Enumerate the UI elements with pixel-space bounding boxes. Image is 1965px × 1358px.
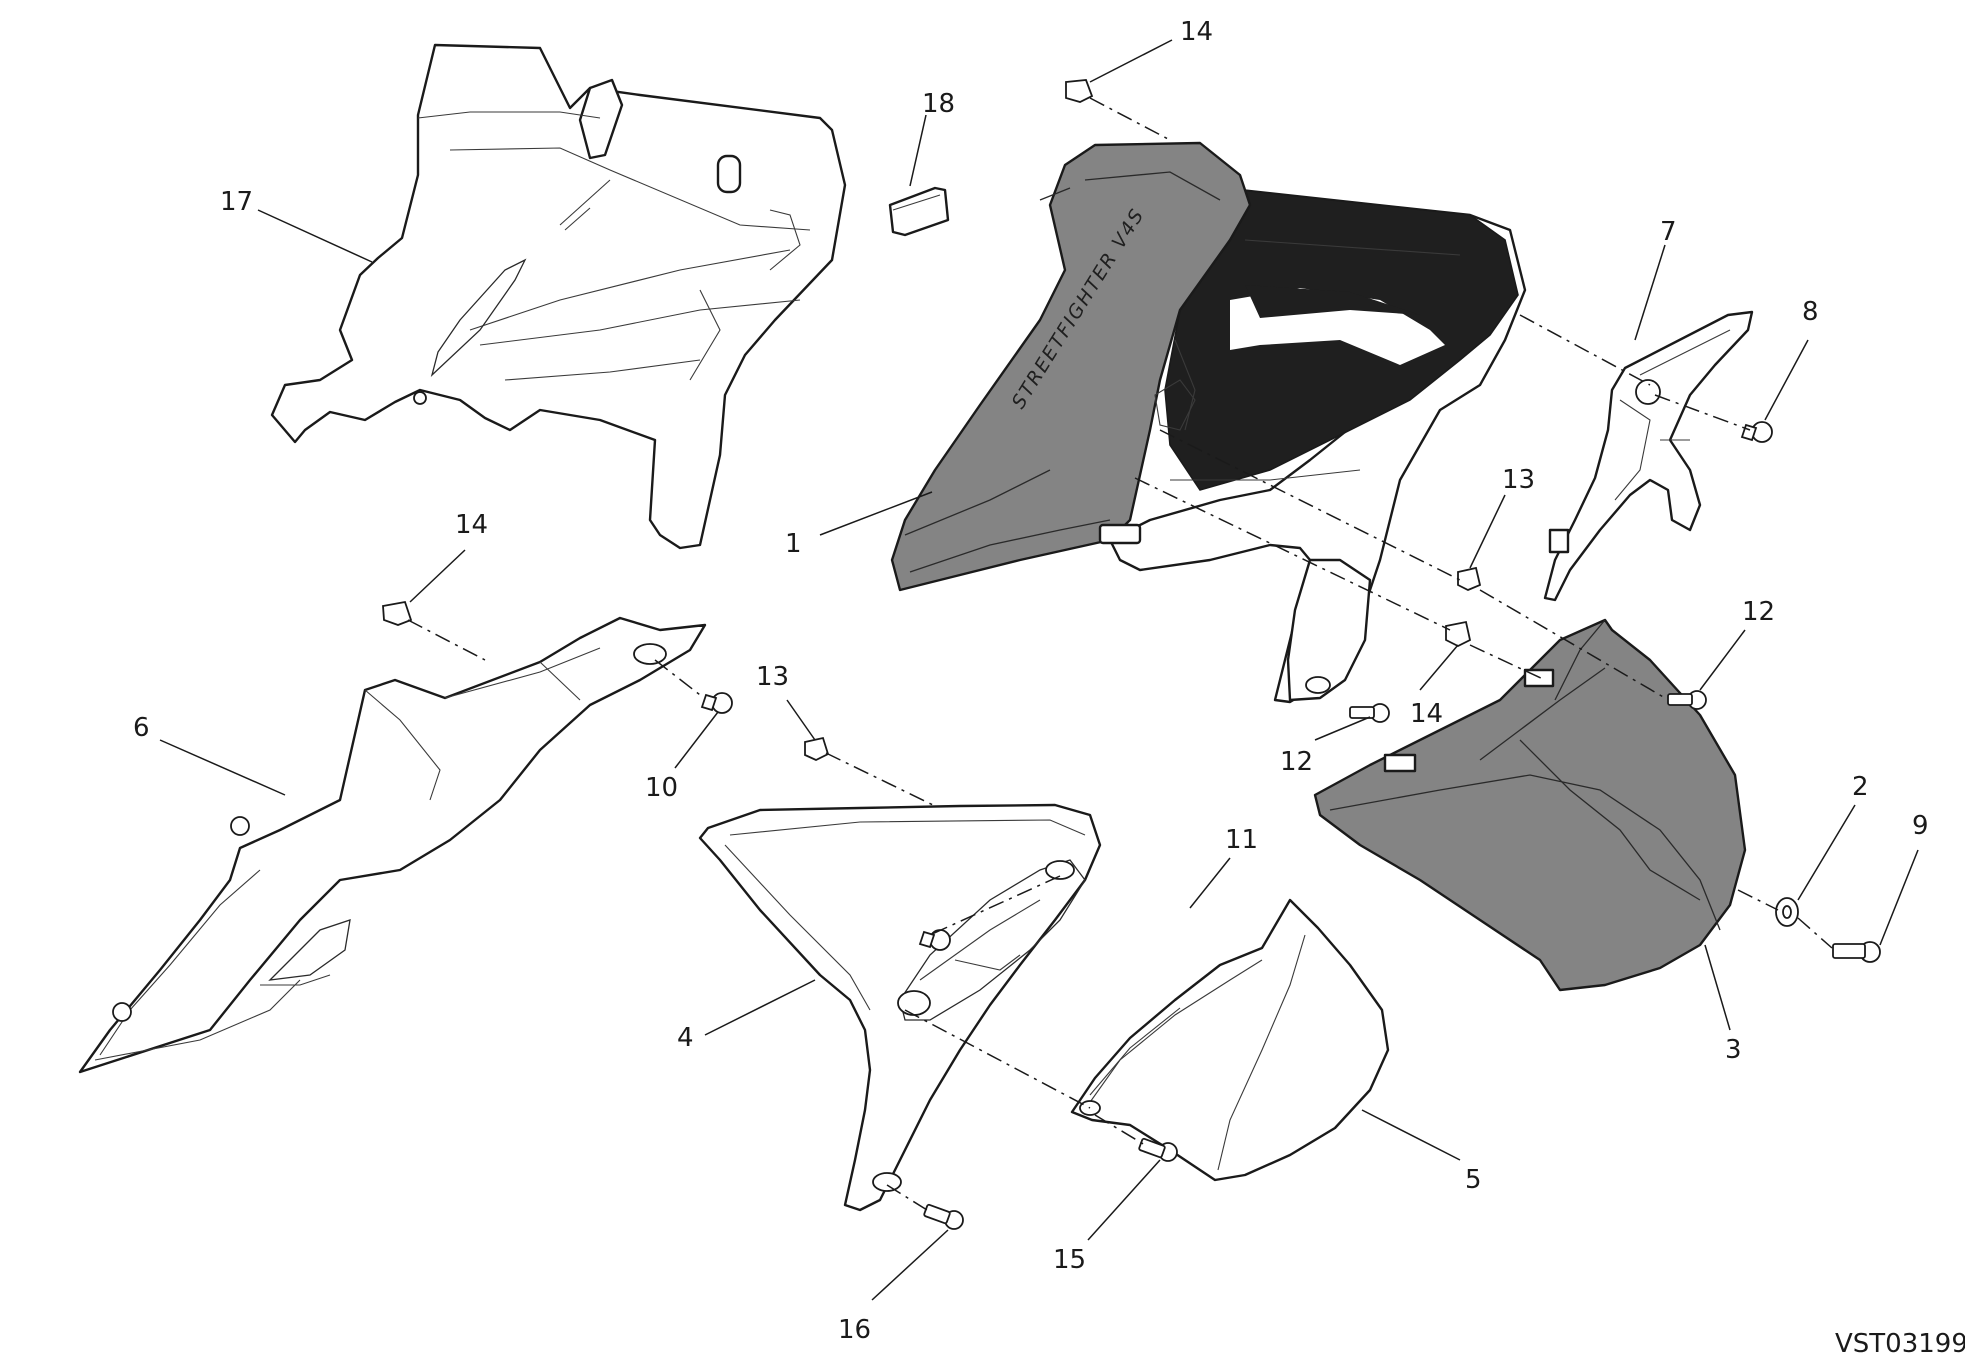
callout-15: 15	[1053, 1245, 1086, 1275]
callout-14-b: 14	[455, 510, 488, 540]
callout-13-b: 13	[756, 662, 789, 692]
screw-9	[1832, 941, 1881, 963]
callout-17: 17	[220, 187, 253, 217]
clip-14-a	[1065, 79, 1094, 103]
fastener-group	[382, 79, 1881, 1230]
callout-9: 9	[1912, 811, 1929, 841]
callout-12-a: 12	[1742, 597, 1775, 627]
clip-14-c	[1445, 620, 1472, 648]
screw-12-a	[1667, 690, 1707, 710]
screw-16	[923, 1203, 964, 1230]
part-1-front-fairing: STREETFIGHTER V4S	[890, 141, 1527, 704]
part-7-bracket	[1543, 310, 1754, 602]
callout-4: 4	[677, 1023, 694, 1053]
clip-13-a	[1457, 566, 1482, 591]
washer-2	[1775, 897, 1799, 927]
callout-8: 8	[1802, 297, 1819, 327]
callout-13-a: 13	[1502, 465, 1535, 495]
callout-5: 5	[1465, 1165, 1482, 1195]
part-5-lower-cover	[1070, 898, 1390, 1182]
screw-10	[700, 692, 733, 714]
clip-14-b	[382, 600, 413, 626]
screw-8	[1740, 421, 1773, 443]
part-3-lower-nose	[1313, 618, 1747, 992]
callout-16: 16	[838, 1315, 871, 1345]
callout-11: 11	[1225, 825, 1258, 855]
screw-12-b	[1349, 703, 1390, 723]
assembly-axes	[407, 97, 1833, 1211]
leader-lines	[159, 39, 1919, 1301]
part-4-shroud	[698, 803, 1102, 1212]
callout-3: 3	[1725, 1035, 1742, 1065]
callout-6: 6	[133, 713, 150, 743]
part-18-pad	[888, 186, 950, 237]
clip-13-b	[804, 736, 830, 761]
callout-12-b: 12	[1280, 747, 1313, 777]
callout-labels: 1 2 3 4 5 6 7 8 9 10 11 12 12 13 13 14 1…	[133, 17, 1929, 1345]
callout-14-c: 14	[1410, 699, 1443, 729]
screw-15	[1138, 1137, 1178, 1162]
part-6-lower-panel	[78, 616, 707, 1074]
callout-1: 1	[785, 529, 802, 559]
callout-7: 7	[1660, 217, 1677, 247]
callout-18: 18	[922, 89, 955, 119]
callout-2: 2	[1852, 772, 1869, 802]
part-17-side-panel	[270, 43, 847, 550]
callout-14-a: 14	[1180, 17, 1213, 47]
callout-10: 10	[645, 773, 678, 803]
drawing-code: VST03199	[1835, 1329, 1965, 1358]
